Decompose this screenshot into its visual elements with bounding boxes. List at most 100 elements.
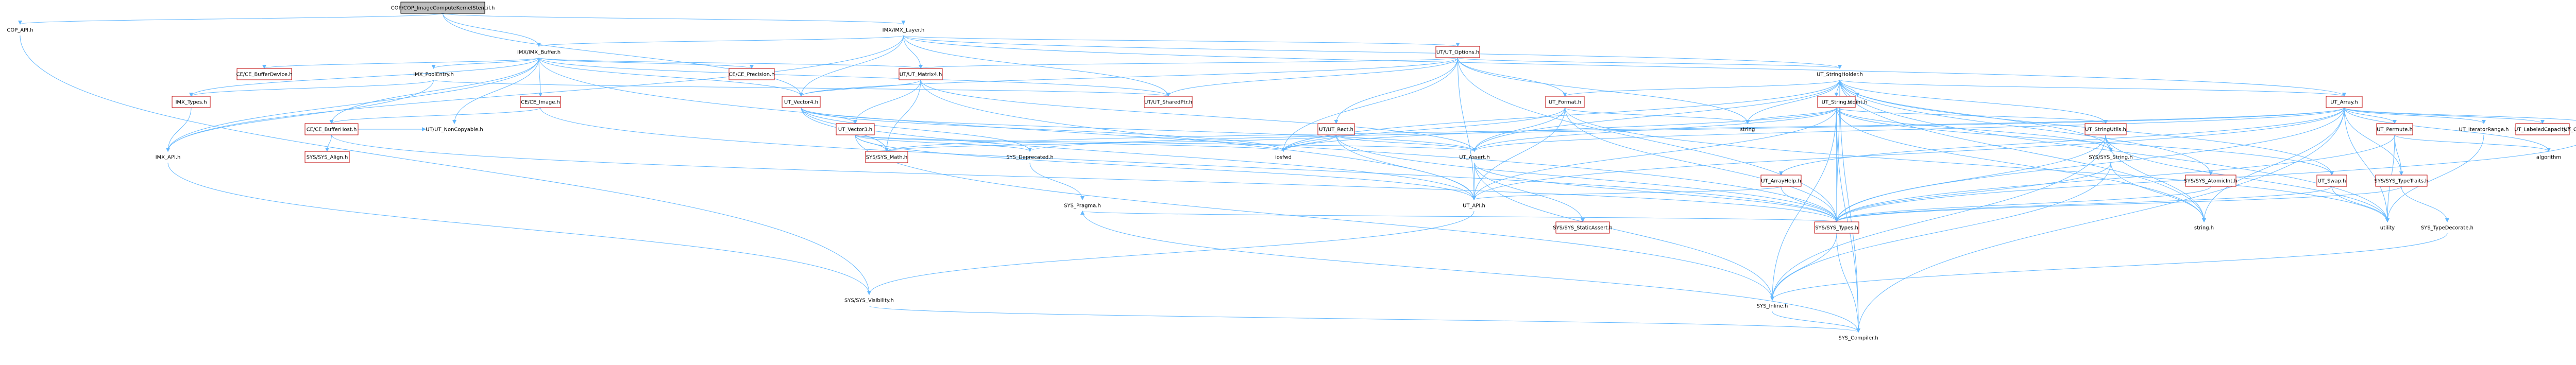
include-edge	[537, 35, 904, 47]
node-sys-staticassert[interactable]: SYS/SYS_StaticAssert.h	[1553, 221, 1613, 234]
node-ut-vector3[interactable]: UT_Vector3.h	[836, 123, 875, 135]
node-sys-atomicint[interactable]: SYS/SYS_AtomicInt.h	[2184, 175, 2238, 187]
include-edge	[1781, 186, 1839, 222]
include-edge	[885, 134, 1336, 152]
node-label: UT_StringHolder.h	[1817, 72, 1863, 78]
node-sys-visibility[interactable]: SYS/SYS_Visibility.h	[844, 298, 894, 304]
include-edge	[1770, 233, 1837, 301]
include-edge	[1836, 107, 2108, 124]
node-label: UT/UT_Matrix4.h	[900, 72, 942, 78]
node-ut-format[interactable]: UT_Format.h	[1545, 96, 1585, 108]
include-edge	[1836, 233, 1860, 333]
node-box	[865, 151, 908, 163]
node-ut-stringutils[interactable]: UT_StringUtils.h	[2084, 123, 2127, 135]
node-ut-labeledcapacity[interactable]: UT_LabeledCapacity.h	[2514, 123, 2571, 135]
node-ut-vector4[interactable]: UT_Vector4.h	[782, 96, 821, 108]
node-box	[172, 96, 211, 108]
node-ut-array[interactable]: UT_Array.h	[2326, 96, 2363, 108]
node-ce-image[interactable]: CE/CE_Image.h	[520, 96, 561, 108]
node-algorithm[interactable]: algorithm	[2536, 155, 2561, 161]
node-ut-rect[interactable]: UT/UT_Rect.h	[1317, 123, 1355, 135]
include-edge	[1745, 79, 1840, 124]
node-box	[2326, 96, 2363, 108]
node-ce-bufferhost[interactable]: CE/CE_BufferHost.h	[304, 123, 359, 135]
node-label: UT_ArrayHelp.h	[1761, 179, 1801, 184]
node-label: iosfwd	[1275, 155, 1292, 161]
node-label: UT_Assert.h	[1459, 155, 1489, 161]
node-label: COP_API.h	[7, 28, 33, 33]
node-string-h[interactable]: string.h	[2194, 225, 2214, 231]
node-sys-align[interactable]: SYS/SYS_Align.h	[304, 151, 350, 163]
include-edge	[1458, 57, 1567, 97]
include-edge	[1472, 107, 2345, 152]
include-edge	[1336, 134, 1477, 152]
node-label: UT/UT_SharedPtr.h	[1144, 100, 1192, 106]
include-edge	[18, 13, 443, 25]
node-root[interactable]: COP/COP_ImageComputeKernelStencil.h	[391, 2, 495, 14]
include-edge	[1839, 79, 2389, 222]
node-label: UT_ContainerPrinter.h	[2564, 127, 2576, 133]
include-edge	[869, 305, 1860, 333]
include-edge	[1029, 162, 1084, 200]
node-ut-options[interactable]: UT/UT_Options.h	[1435, 46, 1480, 58]
node-ut-sharedptr[interactable]: UT/UT_SharedPtr.h	[1144, 96, 1193, 108]
node-imx-buffer[interactable]: IMX/IMX_Buffer.h	[517, 50, 561, 56]
node-sys-math[interactable]: SYS/SYS_Math.h	[865, 151, 908, 163]
include-edge	[1839, 79, 1860, 333]
include-edge	[166, 107, 192, 152]
node-sys-pragma[interactable]: SYS_Pragma.h	[1064, 203, 1101, 209]
include-edge	[166, 57, 539, 152]
node-ut-noncopyable[interactable]: UT/UT_NonCopyable.h	[426, 127, 483, 133]
node-label: UT_LabeledCapacity.h	[2514, 127, 2571, 133]
node-sys-typetraits[interactable]: SYS/SYS_TypeTraits.h	[2374, 175, 2429, 187]
node-iosfwd[interactable]: iosfwd	[1275, 155, 1292, 161]
node-ut-matrix4[interactable]: UT/UT_Matrix4.h	[899, 68, 943, 80]
node-ce-bufferdevice[interactable]: CE/CE_BufferDevice.h	[236, 68, 293, 80]
node-ut-swap[interactable]: UT_Swap.h	[2316, 175, 2347, 187]
node-label: UT_Format.h	[1549, 100, 1581, 106]
node-imx-types[interactable]: IMX_Types.h	[172, 96, 211, 108]
node-sys-inline[interactable]: SYS_Inline.h	[1757, 304, 1788, 309]
node-ut-containerprinter[interactable]: UT_ContainerPrinter.h	[2564, 127, 2576, 133]
include-edge	[1836, 107, 1860, 333]
include-edge	[166, 79, 434, 152]
include-edge	[1458, 57, 1750, 124]
include-edge	[167, 162, 871, 295]
node-sys-compiler[interactable]: SYS_Compiler.h	[1838, 336, 1878, 341]
node-ut-iteratorrange[interactable]: UT_IteratorRange.h	[2459, 127, 2509, 133]
node-sys-types[interactable]: SYS/SYS_Types.h	[1814, 221, 1859, 234]
node-sys-deprecated[interactable]: SYS_Deprecated.h	[1006, 155, 1054, 161]
node-string[interactable]: string	[1740, 127, 1755, 133]
node-ut-string[interactable]: UT_String.h	[1817, 96, 1856, 108]
node-label: UT_IteratorRange.h	[2459, 127, 2509, 133]
include-edge	[799, 57, 1458, 97]
node-ut-api[interactable]: UT_API.h	[1463, 203, 1485, 209]
node-label: CE/CE_BufferHost.h	[307, 127, 357, 133]
include-edge	[1563, 79, 1840, 97]
node-sys-string[interactable]: SYS/SYS_String.h	[2089, 155, 2132, 161]
node-ce-precision[interactable]: CE/CE_Precision.h	[728, 68, 775, 80]
node-imx-api[interactable]: IMX_API.h	[156, 155, 181, 161]
node-imx-poolentry[interactable]: IMX_PoolEntry.h	[413, 72, 454, 78]
include-edge	[538, 57, 803, 97]
node-label: IMX_Types.h	[175, 100, 207, 106]
include-edge	[443, 13, 541, 47]
include-edge	[1472, 186, 1782, 200]
node-ut-stringholder[interactable]: UT_StringHolder.h	[1817, 72, 1863, 78]
node-sys-typedecorate[interactable]: SYS_TypeDecorate.h	[2421, 225, 2473, 231]
node-label: UT/UT_Options.h	[1436, 50, 1479, 56]
node-ut-assert[interactable]: UT_Assert.h	[1459, 155, 1489, 161]
node-label: UT_Vector3.h	[838, 127, 872, 133]
node-utility[interactable]: utility	[2380, 225, 2395, 231]
include-edge	[1565, 107, 2389, 222]
node-stdint[interactable]: stdint.h	[1848, 100, 1867, 106]
include-edge	[885, 79, 921, 152]
node-box	[1545, 96, 1585, 108]
include-edge	[452, 57, 539, 124]
node-ut-arrayhelp[interactable]: UT_ArrayHelp.h	[1760, 175, 1802, 187]
node-imx-layer[interactable]: IMX/IMX_Layer.h	[883, 28, 925, 33]
node-cop-api[interactable]: COP_API.h	[7, 28, 33, 33]
node-ut-permute[interactable]: UT_Permute.h	[2376, 123, 2413, 135]
node-label: IMX/IMX_Layer.h	[883, 28, 925, 33]
